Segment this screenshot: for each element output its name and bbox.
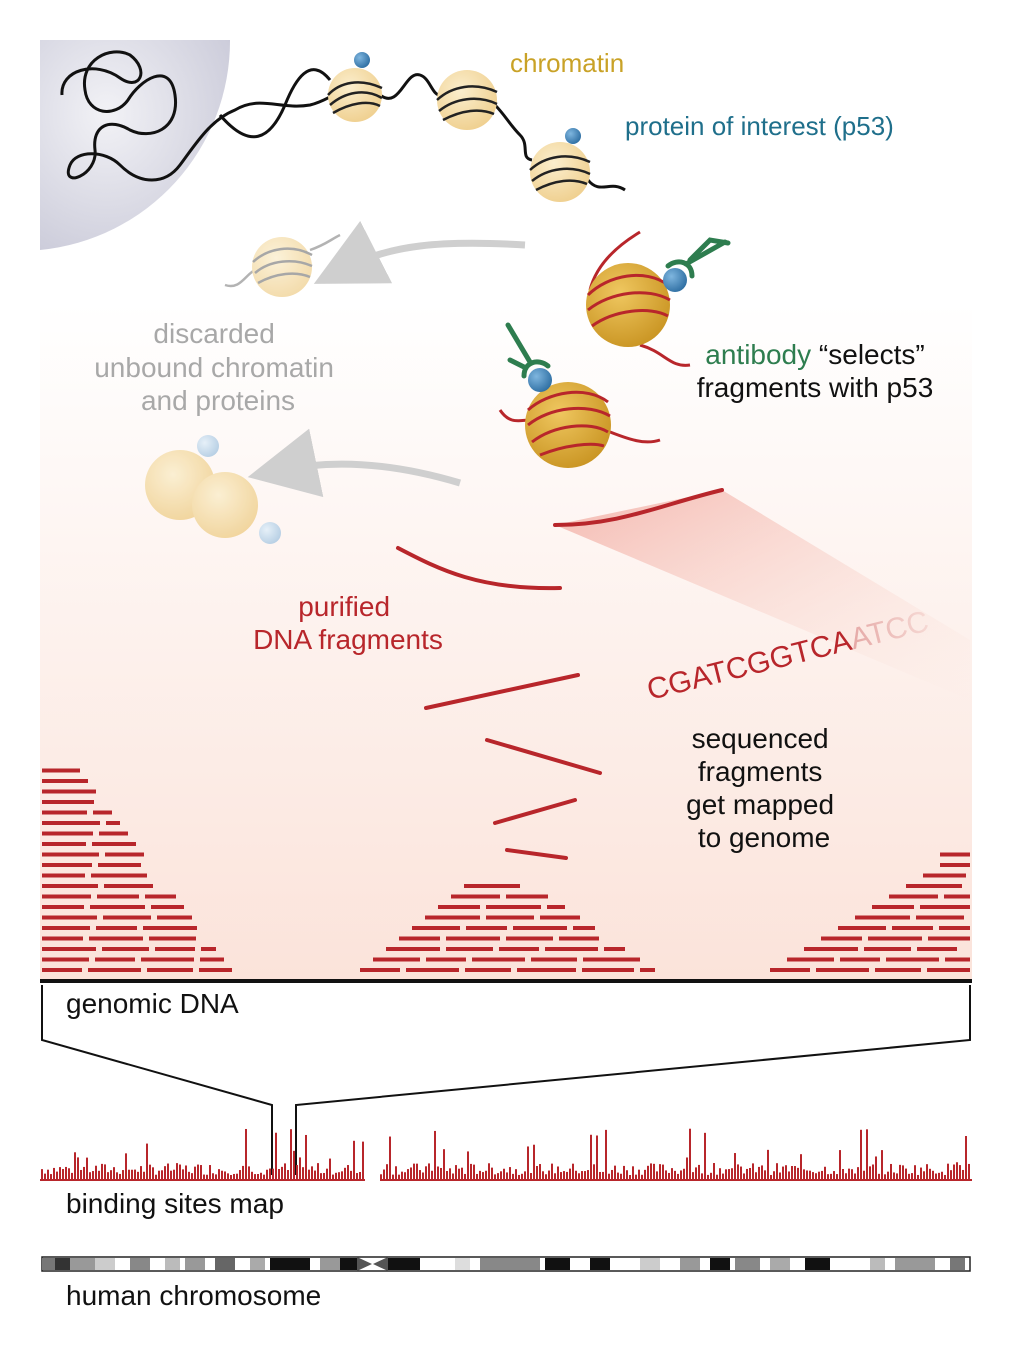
chromosome-band xyxy=(250,1258,265,1270)
label-genomic-dna: genomic DNA xyxy=(66,988,239,1019)
label-purified-dna: purified DNA fragments xyxy=(253,591,443,655)
chromosome-band xyxy=(545,1258,570,1270)
chromosome-ideogram xyxy=(41,1256,971,1272)
zoom-bracket xyxy=(41,985,971,1175)
nucleus xyxy=(40,40,231,250)
label-chromatin: chromatin xyxy=(510,48,624,78)
chromosome-band xyxy=(805,1258,830,1270)
centromere xyxy=(357,1257,388,1271)
chromosome-band xyxy=(735,1258,760,1270)
nucleosome xyxy=(436,70,498,130)
chromosome-band xyxy=(455,1258,470,1270)
antibody xyxy=(665,237,731,279)
protein-p53 xyxy=(354,52,370,68)
chromosome-band xyxy=(270,1258,310,1270)
nucleosome xyxy=(529,142,591,202)
label-antibody-selects: antibody “selects” xyxy=(705,339,924,370)
chromosome-band xyxy=(388,1258,420,1270)
label-binding-sites-map: binding sites map xyxy=(66,1188,284,1219)
binding-sites-map xyxy=(41,1128,970,1180)
chromosome-band xyxy=(680,1258,700,1270)
chromosome-band xyxy=(710,1258,730,1270)
chromosome-band xyxy=(320,1258,340,1270)
label-human-chromosome: human chromosome xyxy=(66,1280,321,1311)
chromosome-band xyxy=(165,1258,180,1270)
label-discarded: discarded unbound chromatin and proteins xyxy=(94,318,342,416)
purified-fragments xyxy=(396,488,724,860)
protein-p53 xyxy=(565,128,581,144)
free-histones xyxy=(145,450,258,538)
label-sequenced: sequenced fragments get mapped to genome xyxy=(686,723,842,853)
chromosome-band xyxy=(870,1258,885,1270)
chromosome-band xyxy=(185,1258,205,1270)
chromosome-band xyxy=(95,1258,115,1270)
chromatin-linker-0 xyxy=(218,68,332,139)
chromosome-band xyxy=(895,1258,935,1270)
free-protein xyxy=(197,435,219,457)
chromosome-band xyxy=(480,1258,540,1270)
chromatin-linker-1 xyxy=(379,73,441,100)
discard-arrow xyxy=(247,428,462,498)
free-protein xyxy=(259,522,281,544)
chromosome-band xyxy=(590,1258,610,1270)
chromosome-band xyxy=(70,1258,95,1270)
chromosome-band xyxy=(42,1258,55,1270)
discarded-nucleosome xyxy=(224,233,341,297)
chromosome-band xyxy=(950,1258,965,1270)
chromosome-band xyxy=(640,1258,660,1270)
chromosome-band xyxy=(130,1258,150,1270)
protein-p53 xyxy=(663,268,687,292)
label-protein-of-interest: protein of interest (p53) xyxy=(625,111,894,141)
chromosome-band xyxy=(770,1258,790,1270)
protein-p53 xyxy=(528,368,552,392)
chromatin-linker-2 xyxy=(493,103,533,162)
selected-nucleosome xyxy=(586,230,691,367)
chromosome-band xyxy=(55,1258,70,1270)
chromosome-band xyxy=(340,1258,357,1270)
antibody xyxy=(505,322,551,379)
selected-nucleosome xyxy=(498,382,661,468)
chromatin-linker-3 xyxy=(586,178,626,192)
chromosome-band xyxy=(215,1258,235,1270)
discard-arrow xyxy=(313,220,526,284)
label-fragments-with-p53: fragments with p53 xyxy=(697,372,934,403)
read-pileups xyxy=(42,768,970,972)
nucleosome xyxy=(327,68,383,122)
sequence-zoom-cone xyxy=(555,490,970,700)
